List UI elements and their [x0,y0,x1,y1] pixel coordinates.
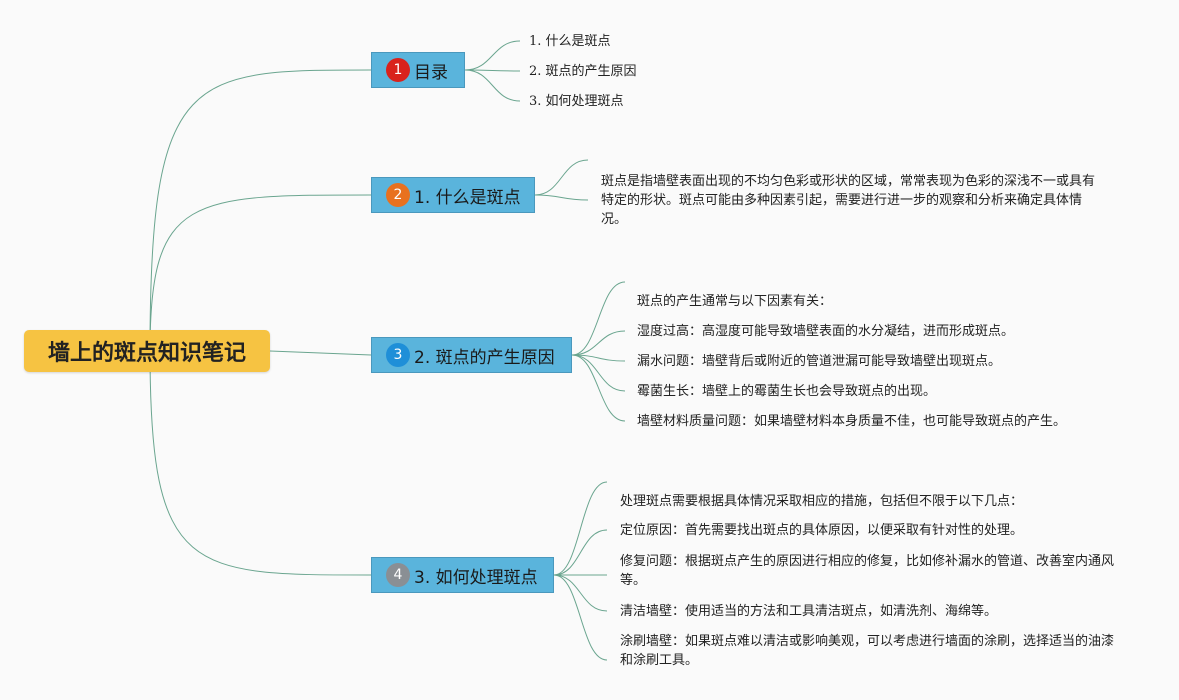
root-topic[interactable]: 墙上的斑点知识笔记 [24,330,270,372]
leaf-connector [571,354,626,392]
leaf-item[interactable]: 修复问题：根据斑点产生的原因进行相应的修复，比如修补漏水的管道、改善室内通风等。 [620,554,1115,588]
leaf-connector [571,354,626,422]
leaf-connector [571,330,626,356]
number-badge-icon: 1 [386,58,410,82]
leaf-connector [553,481,608,576]
leaf-item[interactable]: 2. 斑点的产生原因 [529,64,637,79]
leaf-item[interactable]: 墙壁材料质量问题：如果墙壁材料本身质量不佳，也可能导致斑点的产生。 [637,414,1067,429]
branch-toc[interactable]: 1 目录 [371,52,465,88]
leaf-item[interactable]: 定位原因：首先需要找出斑点的具体原因，以便采取有针对性的处理。 [620,523,1024,538]
branch-label: 3. 如何处理斑点 [414,567,538,588]
root-connector [149,194,372,352]
branch-what-is-spot[interactable]: 2 1. 什么是斑点 [371,177,535,213]
leaf-connector [464,69,521,72]
leaf-connector [534,194,589,201]
leaf-item[interactable]: 清洁墙壁：使用适当的方法和工具清洁斑点，如清洗剂、海绵等。 [620,604,998,619]
leaf-item[interactable]: 霉菌生长：墙壁上的霉菌生长也会导致斑点的出现。 [637,384,937,399]
leaf-connector [553,529,608,576]
leaf-item[interactable]: 斑点是指墙壁表面出现的不均匀色彩或形状的区域，常常表现为色彩的深浅不一或具有特定… [601,174,1096,227]
leaf-item[interactable]: 1. 什么是斑点 [529,34,611,49]
leaf-item[interactable]: 3. 如何处理斑点 [529,94,624,109]
leaf-connector [534,159,589,196]
root-connector [269,350,372,356]
leaf-connector [571,281,626,356]
root-connector [149,69,372,352]
number-badge-icon: 4 [386,563,410,587]
leaf-connector [553,574,608,612]
branch-label: 2. 斑点的产生原因 [414,347,555,368]
branch-causes[interactable]: 3 2. 斑点的产生原因 [371,337,572,373]
leaf-item[interactable]: 处理斑点需要根据具体情况采取相应的措施，包括但不限于以下几点： [620,494,1024,509]
leaf-item[interactable]: 涂刷墙壁：如果斑点难以清洁或影响美观，可以考虑进行墙面的涂刷，选择适当的油漆和涂… [620,634,1115,668]
leaf-connector [464,40,521,71]
leaf-connector [553,574,608,661]
branch-label: 目录 [414,62,448,83]
leaf-item[interactable]: 漏水问题：墙壁背后或附近的管道泄漏可能导致墙壁出现斑点。 [637,354,1002,369]
leaf-connector [464,69,521,102]
number-badge-icon: 2 [386,183,410,207]
number-badge-icon: 3 [386,343,410,367]
root-title: 墙上的斑点知识笔记 [47,341,246,366]
root-connector [149,350,372,576]
branch-how-to-handle[interactable]: 4 3. 如何处理斑点 [371,557,554,593]
leaf-item[interactable]: 斑点的产生通常与以下因素有关： [637,294,833,309]
leaf-item[interactable]: 湿度过高：高湿度可能导致墙壁表面的水分凝结，进而形成斑点。 [637,324,1015,339]
branch-label: 1. 什么是斑点 [414,187,521,208]
